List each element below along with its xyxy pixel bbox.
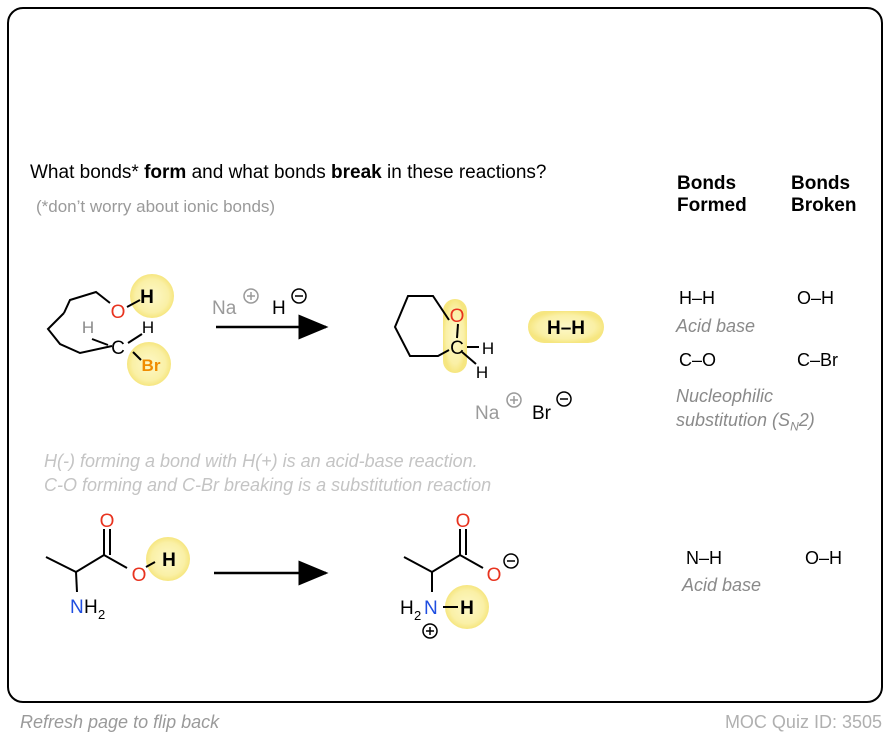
- highlight-bromine: [127, 342, 171, 386]
- hydrogen-label: H: [482, 339, 494, 358]
- reagent-sodium-hydride: Na H: [212, 288, 307, 319]
- plus-charge-icon: [506, 392, 522, 408]
- highlight-c-o-bond: [443, 299, 467, 373]
- formed-bond-2: C–O: [679, 350, 717, 370]
- bromide-label: Br: [532, 403, 552, 424]
- hydrogen-label: H: [162, 550, 176, 571]
- highlight-h2: [528, 311, 604, 343]
- sodium-label: Na: [475, 403, 500, 424]
- sodium-label: Na: [212, 298, 237, 319]
- highlight-n-hydrogen: [445, 585, 489, 629]
- oxygen-label: O: [456, 511, 471, 532]
- break-keyword: break: [331, 162, 382, 183]
- form-keyword: form: [144, 162, 187, 183]
- header-bonds-broken: Bonds Broken: [791, 173, 857, 216]
- plus-charge-icon: [422, 623, 438, 639]
- hydrogen-label: H: [140, 287, 154, 308]
- plus-charge-icon: [243, 288, 259, 304]
- quiz-id: MOC Quiz ID: 3505: [724, 712, 882, 732]
- header-bonds-formed: Bonds Formed: [677, 173, 747, 216]
- oxygen-label: O: [450, 306, 465, 327]
- question-text: What bonds* form and what bonds break in…: [30, 162, 547, 183]
- zwitterion-bonds: [403, 529, 484, 608]
- nitrogen-label: N: [70, 597, 84, 618]
- hydrogen-label: H: [460, 598, 474, 619]
- oxygen-label: O: [487, 565, 502, 586]
- h2-label: H–H: [547, 318, 585, 339]
- subscript-label: 2: [98, 607, 105, 622]
- alanine-bonds: [45, 529, 156, 593]
- refresh-hint[interactable]: Refresh page to flip back: [20, 712, 220, 732]
- hydrogen-label: H: [82, 318, 94, 337]
- caption-acid-base: Acid base: [682, 575, 762, 595]
- reactant-alanine: O O H N H 2: [45, 511, 190, 622]
- highlight-oh-hydrogen: [146, 537, 190, 581]
- bromine-label: Br: [142, 356, 161, 375]
- minus-charge-icon: [556, 391, 572, 407]
- hydrogen-label: H: [476, 363, 488, 382]
- oxygen-label: O: [100, 511, 115, 532]
- explanation-note: H(-) forming a bond with H(+) is an acid…: [44, 451, 492, 495]
- reactant-1: O H H H C Br: [46, 274, 174, 386]
- sodium-bromide-product: Na Br: [475, 391, 572, 424]
- footnote: (*don’t worry about ionic bonds): [36, 197, 276, 216]
- broken-bond-2: C–Br: [797, 350, 839, 370]
- hydrogen-gas-product: H–H: [528, 311, 604, 343]
- highlight-oh-hydrogen: [130, 274, 174, 318]
- ring-bonds: [393, 295, 479, 365]
- carbon-chain: [46, 290, 143, 361]
- product-zwitterion: O O H 2 N H: [400, 511, 519, 639]
- carbon-label: C: [111, 338, 125, 359]
- broken-bond-1: O–H: [797, 288, 835, 308]
- minus-charge-icon: [503, 553, 519, 569]
- nitrogen-label: N: [424, 598, 438, 619]
- caption-substitution: Nucleophilic substitution (SN2): [676, 386, 815, 434]
- formed-bond-3: N–H: [686, 548, 723, 568]
- hydrogen-label: H: [142, 318, 154, 337]
- formed-bond-1: H–H: [679, 288, 716, 308]
- subscript-label: 2: [414, 608, 421, 623]
- hydride-label: H: [272, 298, 286, 319]
- broken-bond-3: O–H: [805, 548, 843, 568]
- hydrogen-label: H: [400, 598, 414, 619]
- minus-charge-icon: [291, 288, 307, 304]
- oxygen-label: O: [132, 565, 147, 586]
- product-oxane: O C H H: [393, 295, 494, 382]
- oxygen-label: O: [111, 302, 126, 323]
- carbon-label: C: [450, 338, 464, 359]
- caption-acid-base: Acid base: [676, 316, 756, 336]
- hydrogen-label: H: [84, 597, 98, 618]
